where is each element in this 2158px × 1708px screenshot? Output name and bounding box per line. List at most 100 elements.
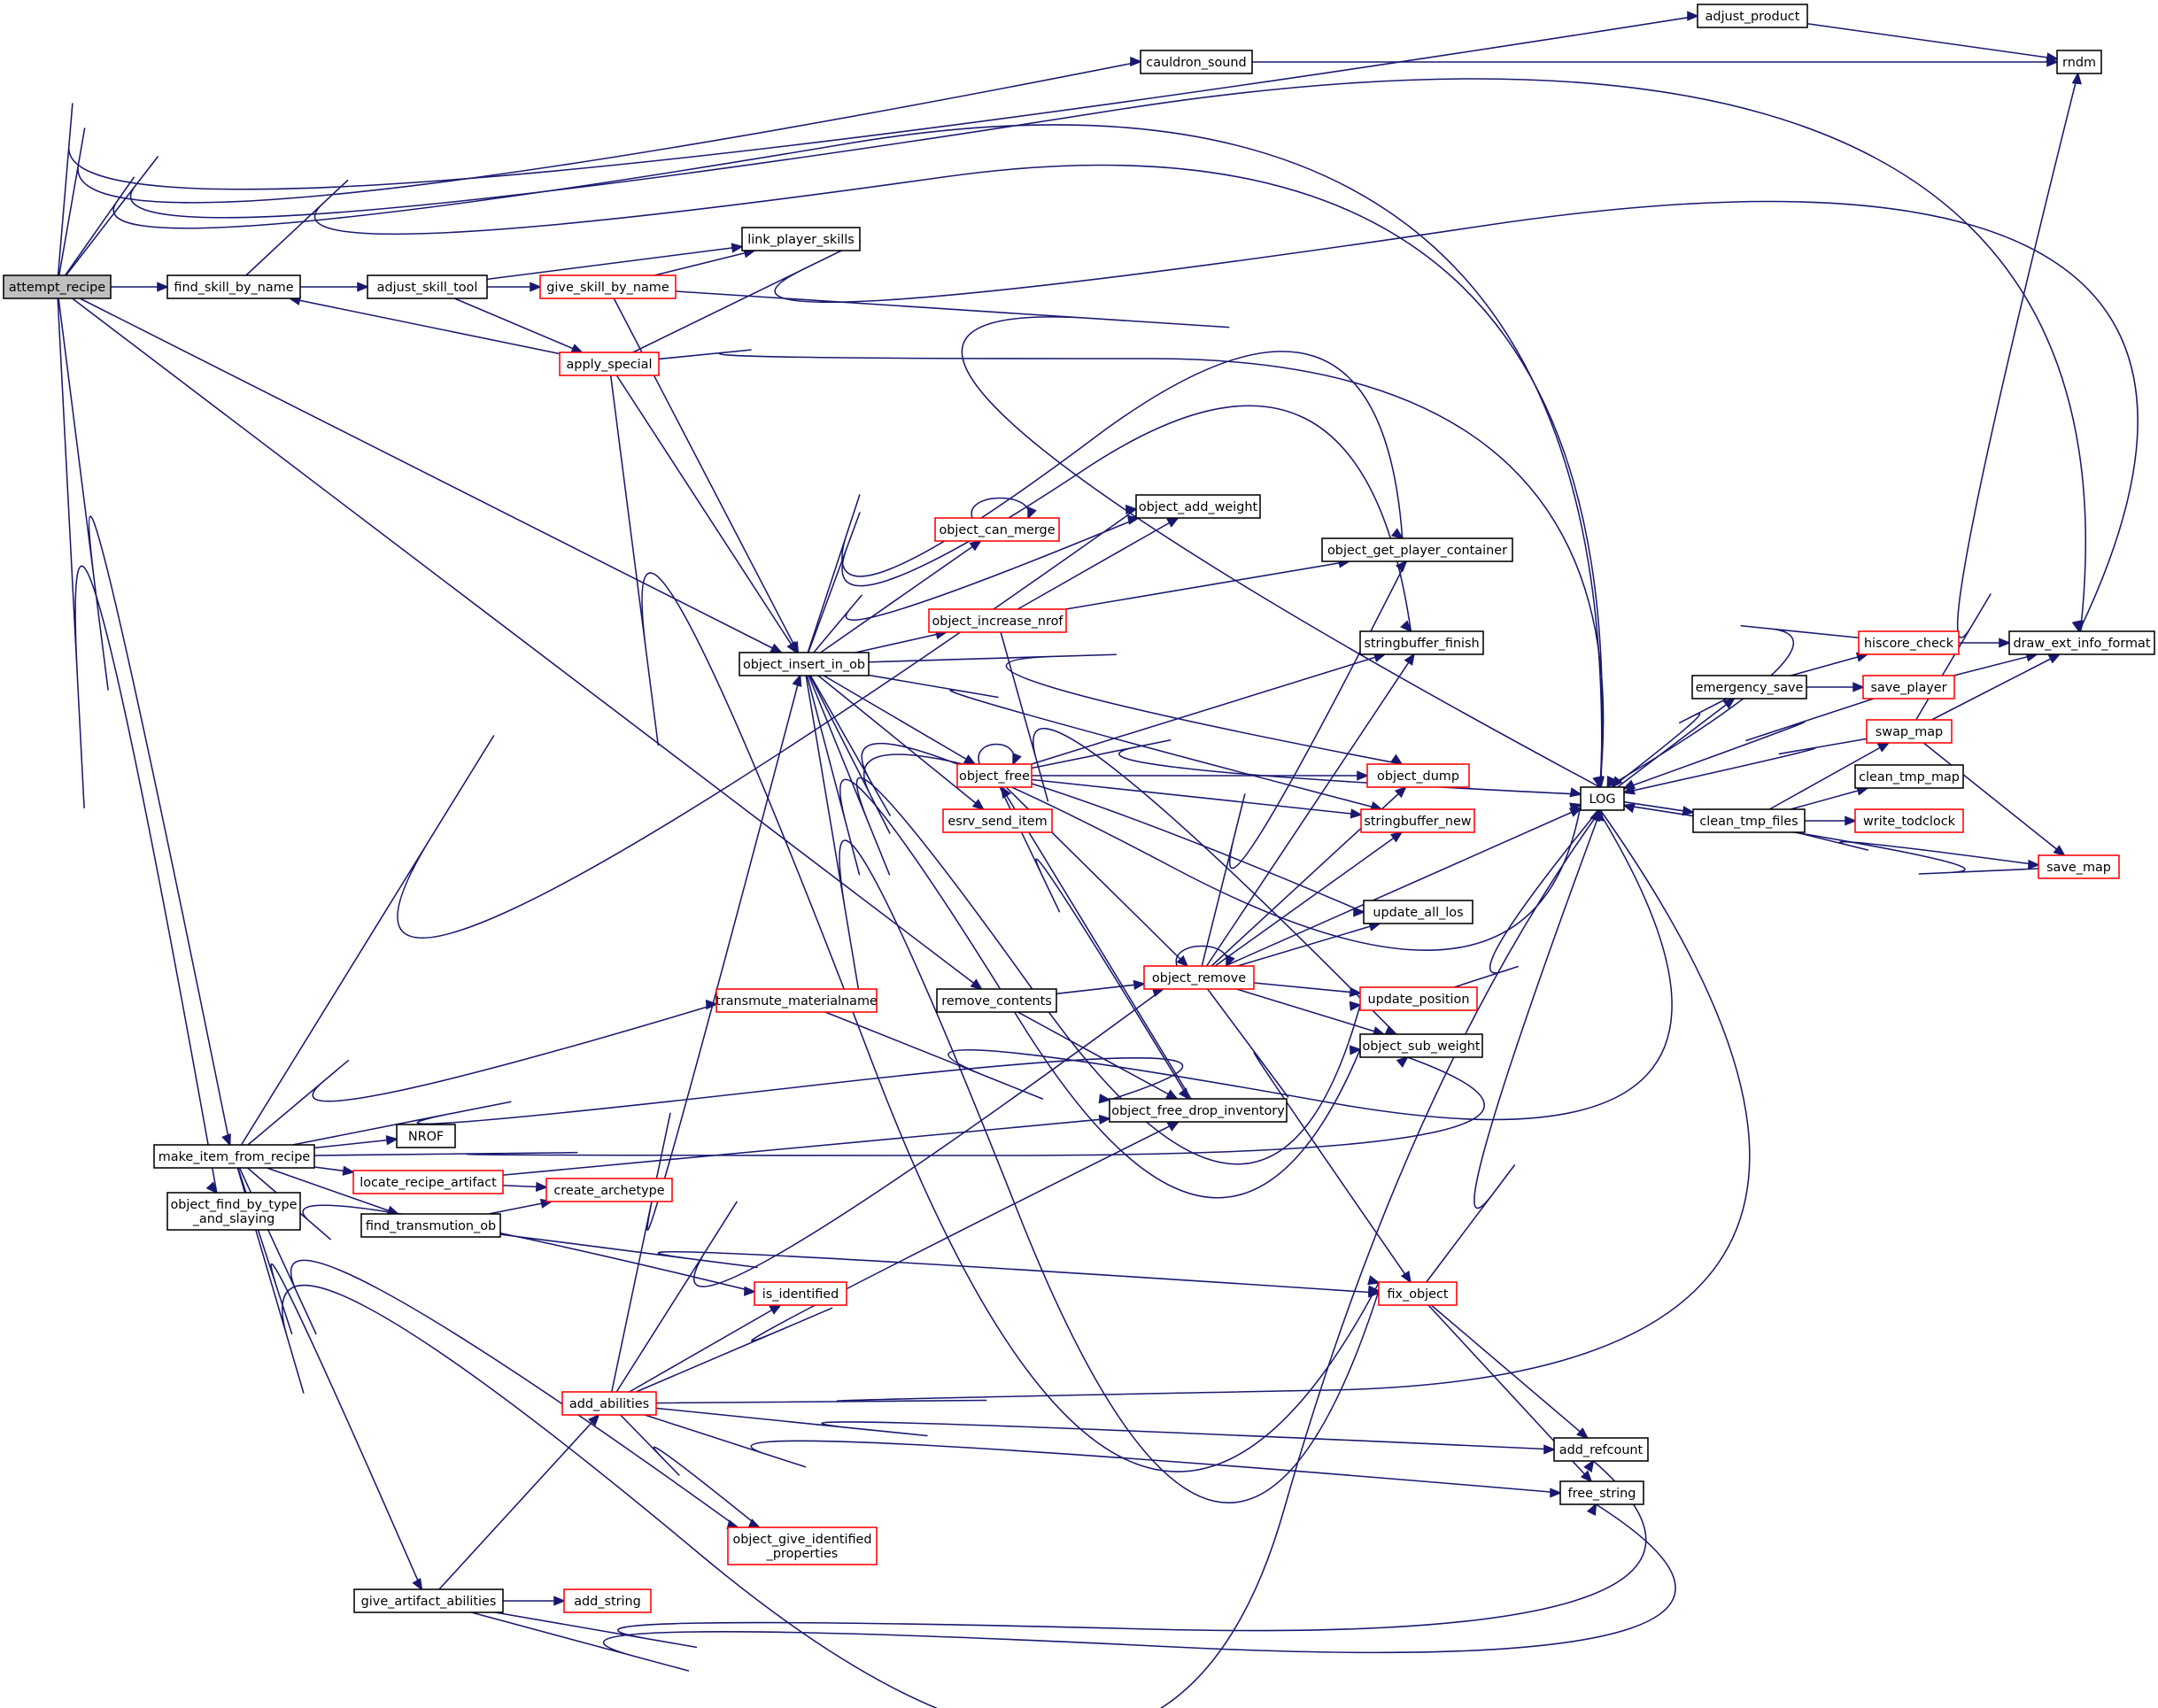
node-free-string[interactable]: free_string (1559, 1480, 1644, 1505)
edge-object-insert-in-ob-to-object-free (823, 675, 977, 766)
edge-line (240, 508, 1137, 1146)
edge-arrowhead (157, 282, 170, 292)
edge-line (971, 497, 1030, 519)
edge-line (808, 675, 1365, 913)
edge-add-abilities-to-object-give-identified-properties (620, 1414, 762, 1528)
node-NROF[interactable]: NROF (396, 1124, 456, 1148)
node-adjust-product[interactable]: adjust_product (1697, 4, 1808, 28)
node-hiscore-check[interactable]: hiscore_check (1858, 630, 1960, 655)
node-object-can-merge[interactable]: object_can_merge (934, 517, 1060, 542)
edge-line (1017, 517, 1179, 610)
edge-line (65, 78, 2087, 632)
node-transmute-materialname[interactable]: transmute_materialname (715, 988, 878, 1013)
edge-line (247, 1167, 755, 1293)
node-find-skill-by-name[interactable]: find_skill_by_name (166, 274, 301, 299)
node-LOG[interactable]: LOG (1580, 786, 1625, 811)
node-object-give-identified-properties[interactable]: object_give_identified_properties (727, 1526, 878, 1565)
edge-arrowhead (587, 1413, 600, 1426)
node-object-dump[interactable]: object_dump (1366, 763, 1470, 788)
edge-attempt-recipe-to-remove-contents (72, 298, 984, 991)
node-label: _and_slaying (192, 1212, 275, 1226)
node-adjust-skill-tool[interactable]: adjust_skill_tool (367, 274, 488, 299)
edge-arrowhead (2053, 845, 2066, 857)
edge-apply-special-to-fix-object (609, 375, 1381, 1472)
edge-line (655, 809, 1751, 1404)
node-box (727, 1526, 878, 1565)
edge-attempt-recipe-to-object-insert-in-ob (79, 298, 784, 653)
edge-object-remove-to-fix-object (1207, 988, 1412, 1284)
node-box (561, 1391, 657, 1416)
node-label: stringbuffer_finish (1364, 637, 1479, 651)
node-create-archetype[interactable]: create_archetype (545, 1178, 673, 1202)
node-clean-tmp-map[interactable]: clean_tmp_map (1854, 764, 1964, 789)
node-label: object_get_player_container (1327, 544, 1507, 558)
node-locate-recipe-artifact[interactable]: locate_recipe_artifact (352, 1170, 504, 1194)
node-update-position[interactable]: update_position (1359, 986, 1478, 1011)
node-object-find-by-type-and-slaying[interactable]: object_find_by_type_and_slaying (166, 1192, 301, 1231)
edge-arrowhead (1368, 1287, 1381, 1298)
node-box (539, 274, 677, 299)
node-object-add-weight[interactable]: object_add_weight (1135, 494, 1261, 519)
edge-arrowhead (1586, 1503, 1597, 1517)
edge-emergency-save-to-hiscore-check (1791, 652, 1869, 676)
node-add-refcount[interactable]: add_refcount (1553, 1437, 1649, 1462)
node-label: make_item_from_recipe (159, 1150, 311, 1164)
node-remove-contents[interactable]: remove_contents (936, 988, 1057, 1013)
node-box (1359, 986, 1478, 1011)
node-emergency-save[interactable]: emergency_save (1691, 675, 1807, 699)
edge-add-abilities-to-object-remove (615, 987, 1165, 1393)
edge-line (64, 124, 1603, 788)
node-box (1143, 965, 1255, 990)
node-add-string[interactable]: add_string (563, 1588, 652, 1613)
node-box (352, 1170, 504, 1194)
node-label: is_identified (762, 1287, 839, 1302)
node-box (353, 1588, 504, 1613)
node-box (2038, 854, 2120, 879)
node-give-skill-by-name[interactable]: give_skill_by_name (539, 274, 677, 299)
node-object-free[interactable]: object_free (956, 763, 1033, 788)
node-apply-special[interactable]: apply_special (559, 352, 660, 376)
edge-arrowhead (1394, 785, 1407, 799)
node-draw-ext-info-format[interactable]: draw_ext_info_format (2008, 630, 2155, 655)
node-swap-map[interactable]: swap_map (1866, 719, 1953, 744)
node-cauldron-sound[interactable]: cauldron_sound (1140, 50, 1253, 74)
node-link-player-skills[interactable]: link_player_skills (741, 227, 861, 251)
edge-arrowhead (2071, 620, 2082, 633)
node-find-transmution-ob[interactable]: find_transmution_ob (360, 1213, 501, 1238)
edge-arrowhead (1098, 1094, 1112, 1104)
node-make-item-from-recipe[interactable]: make_item_from_recipe (153, 1144, 315, 1169)
edge-line (499, 1233, 1380, 1294)
node-object-sub-weight[interactable]: object_sub_weight (1359, 1033, 1483, 1058)
node-update-all-los[interactable]: update_all_los (1363, 900, 1473, 924)
node-object-insert-in-ob[interactable]: object_insert_in_ob (739, 652, 870, 676)
node-is-identified[interactable]: is_identified (754, 1281, 847, 1306)
edge-line (620, 1414, 761, 1528)
node-give-artifact-abilities[interactable]: give_artifact_abilities (353, 1588, 504, 1613)
node-save-map[interactable]: save_map (2038, 854, 2120, 879)
edge-line (57, 298, 218, 1194)
node-fix-object[interactable]: fix_object (1378, 1281, 1458, 1306)
edge-arrowhead (1125, 504, 1139, 515)
node-esrv-send-item[interactable]: esrv_send_item (942, 808, 1053, 833)
edge-arrowhead (1395, 560, 1408, 573)
edge-line (1426, 809, 1602, 1283)
edge-add-abilities-to-is-identified (629, 1303, 783, 1393)
node-write-todclock[interactable]: write_todclock (1854, 808, 1964, 833)
node-stringbuffer-new[interactable]: stringbuffer_new (1360, 808, 1475, 833)
node-label: object_increase_nrof (932, 614, 1064, 629)
edge-hiscore-check-to-draw-ext-info-format (1959, 638, 2012, 648)
edge-line (609, 375, 1380, 1472)
edge-give-artifact-abilities-to-add-string (503, 1596, 567, 1606)
node-add-abilities[interactable]: add_abilities (561, 1391, 657, 1416)
node-object-remove[interactable]: object_remove (1143, 965, 1255, 990)
node-rndm[interactable]: rndm (2056, 50, 2102, 74)
node-save-player[interactable]: save_player (1862, 675, 1955, 699)
node-stringbuffer-finish[interactable]: stringbuffer_finish (1359, 630, 1484, 655)
node-object-increase-nrof[interactable]: object_increase_nrof (928, 608, 1067, 633)
node-clean-tmp-files[interactable]: clean_tmp_files (1692, 808, 1806, 833)
node-object-free-drop-inventory[interactable]: object_free_drop_inventory (1109, 1098, 1288, 1123)
edge-line (238, 1167, 739, 1528)
node-object-get-player-container[interactable]: object_get_player_container (1321, 537, 1513, 562)
edge-arrowhead (1349, 1001, 1363, 1011)
node-label: add_string (574, 1595, 641, 1609)
